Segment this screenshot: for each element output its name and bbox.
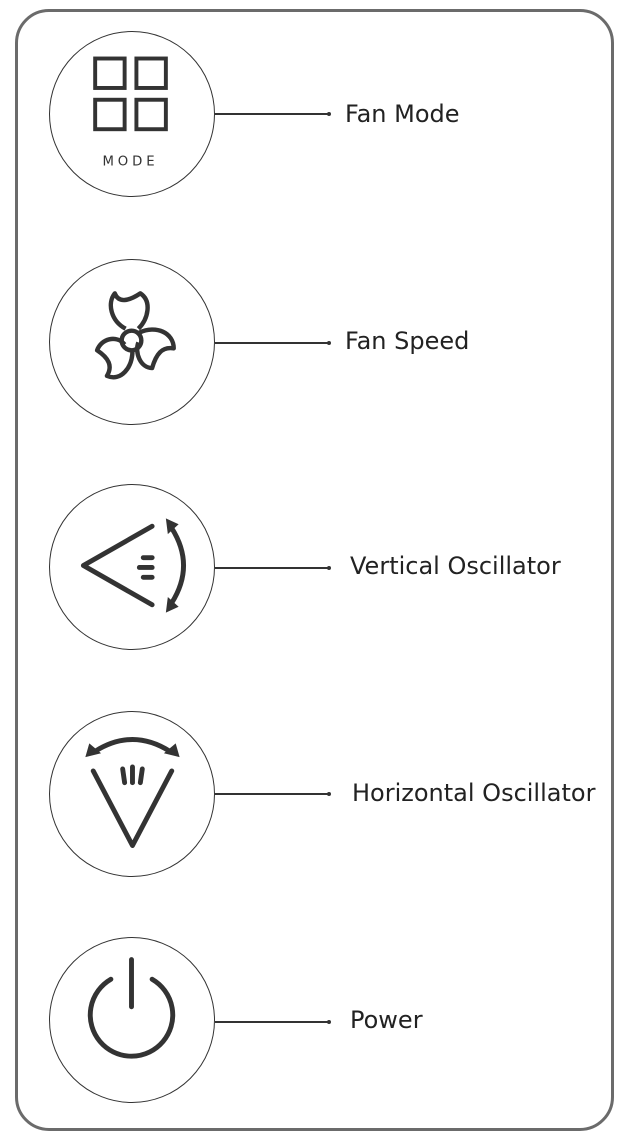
power-leader [215, 1021, 328, 1023]
horizontal-oscillator-label: Horizontal Oscillator [352, 779, 596, 807]
power-icon [87, 957, 176, 1059]
vertical-oscillator-label: Vertical Oscillator [350, 552, 561, 580]
fan-speed-leader [215, 342, 328, 344]
fan-mode-button[interactable]: MODE [49, 31, 215, 197]
power-button[interactable] [49, 937, 215, 1103]
power-leader-dot [327, 1020, 331, 1024]
mode-grid-icon: MODE [93, 56, 168, 170]
vertical-oscillation-icon [80, 518, 186, 613]
horizontal-oscillator-button[interactable] [49, 711, 215, 877]
fan-speed-button[interactable] [49, 259, 215, 425]
mode-icon-text: MODE [102, 155, 158, 170]
vertical-oscillator-leader [215, 567, 328, 569]
fan-icon [94, 291, 176, 380]
fan-mode-label: Fan Mode [345, 100, 460, 128]
horizontal-oscillation-icon [85, 737, 180, 848]
power-label: Power [350, 1006, 423, 1034]
vertical-oscillator-button[interactable] [49, 484, 215, 650]
fan-mode-leader [215, 113, 328, 115]
horizontal-oscillator-leader-dot [327, 792, 331, 796]
fan-speed-label: Fan Speed [345, 327, 470, 355]
fan-speed-leader-dot [327, 341, 331, 345]
horizontal-oscillator-leader [215, 793, 328, 795]
fan-mode-leader-dot [327, 112, 331, 116]
vertical-oscillator-leader-dot [327, 566, 331, 570]
